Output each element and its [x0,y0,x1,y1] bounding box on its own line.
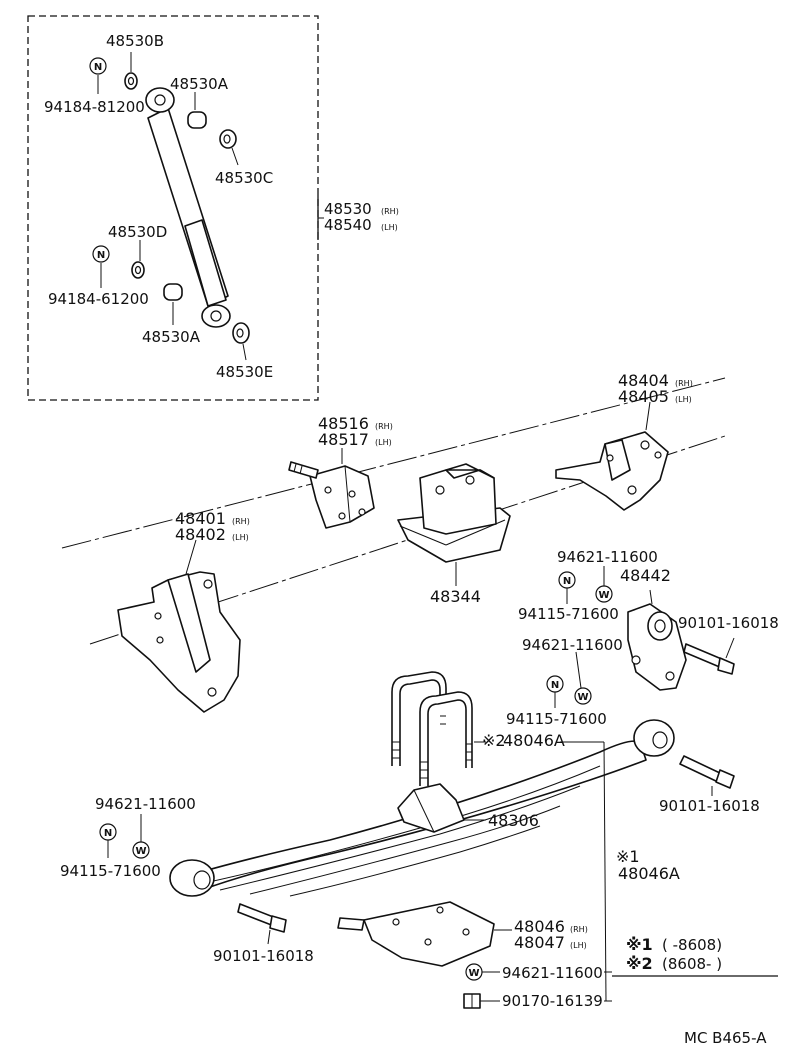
label-94115-71600-c: 94115-71600 [60,862,161,880]
label-90170-16139: 90170-16139 [502,992,603,1010]
label-94184-81200: 94184-81200 [44,98,145,116]
nut-symbol-lower: N [92,245,110,288]
label-48517-lh: 48517 [318,430,369,449]
shock-absorber-kit-group: N N 48530B 94184-81200 48530A 48530C 485… [27,15,399,401]
suffix-48540-lh: (LH) [381,223,398,232]
label-94115-71600-a: 94115-71600 [518,605,619,623]
svg-text:W: W [135,846,146,857]
legend-mark-1: ※1 [626,935,653,954]
nut-icon-bottom [463,993,500,1009]
label-48530c: 48530C [215,169,273,187]
label-48402-lh: 48402 [175,525,226,544]
label-48404-rh: 48404 [618,371,669,390]
kit-dashed-frame [27,15,319,401]
label-94115-71600-b: 94115-71600 [506,710,607,728]
nut-symbol-top: N [558,571,576,604]
label-94184-61200: 94184-61200 [48,290,149,308]
suffix-48516-rh: (RH) [375,422,393,431]
label-48046-rh: 48046 [514,917,565,936]
bushing-48530a-upper [187,92,207,129]
label-94621-11600-a: 94621-11600 [557,548,658,566]
diagram-code: MC B465-A [684,1029,767,1047]
u-bolts-48046a [391,671,486,786]
bracket-48401-48402 [117,539,241,713]
washer-symbol-top: W [595,566,613,603]
label-48516-rh: 48516 [318,414,369,433]
bushing-48530d [131,240,145,279]
bushing-48530e [232,322,250,361]
label-90101-16018-a: 90101-16018 [678,614,779,632]
label-48401-rh: 48401 [175,509,226,528]
mark-ubolt: ※2 [482,731,506,750]
label-48530a-lower: 48530A [142,328,201,346]
bracket-48404-48405 [555,401,669,511]
label-48442: 48442 [620,566,671,585]
legend-mark-2: ※2 [626,954,653,973]
bushing-48530a-lower [163,283,183,325]
label-48530e: 48530E [216,363,273,381]
plate-48046-48047 [337,901,512,967]
bushing-48530c [219,129,239,166]
svg-text:N: N [104,828,112,839]
spring-leader-lines [560,741,612,1002]
label-48405-lh: 48405 [618,387,669,406]
label-48344: 48344 [430,587,481,606]
label-48530b: 48530B [106,32,164,50]
suffix-48517-lh: (LH) [375,438,392,447]
bushing-48530b [124,52,138,90]
suffix-48402-lh: (LH) [232,533,249,542]
svg-text:N: N [94,62,102,73]
label-48530d: 48530D [108,223,167,241]
svg-text:N: N [563,576,571,587]
bolt-90101-16018-spring-right [679,755,735,796]
legend: ※1 ( -8608) ※2 (8608- ) [612,935,778,977]
label-48047-lh: 48047 [514,933,565,952]
suffix-48401-rh: (RH) [232,517,250,526]
leaf-spring [169,719,675,897]
bolt-90101-16018-left [237,903,287,945]
washer-symbol-mid: W [574,651,592,705]
svg-text:W: W [577,692,588,703]
svg-text:N: N [97,250,105,261]
label-94621-11600-d: 94621-11600 [502,964,603,982]
legend-range-2: (8608- ) [662,955,722,973]
label-48530-rh: 48530 [324,200,372,218]
suffix-48530-rh: (RH) [381,207,399,216]
label-90101-16018-c: 90101-16018 [213,947,314,965]
bracket-48516-48517 [288,448,375,529]
nut-symbol-left: N [99,823,117,858]
washer-symbol-bottom: W [465,963,500,981]
svg-text:N: N [551,680,559,691]
label-94621-11600-c: 94621-11600 [95,795,196,813]
svg-text:W: W [598,590,609,601]
suffix-48047-lh: (LH) [570,941,587,950]
washer-symbol-left: W [132,814,150,859]
nut-symbol-upper: N [89,57,107,94]
spring-seat-48344 [397,463,511,586]
suffix-48046-rh: (RH) [570,925,588,934]
suffix-48404-rh: (RH) [675,379,693,388]
label-90101-16018-b: 90101-16018 [659,797,760,815]
label-94621-11600-b: 94621-11600 [522,636,623,654]
svg-text:W: W [468,968,479,979]
label-48306: 48306 [488,811,539,830]
shackle-48442 [627,589,687,691]
bolt-90101-16018-shackle [683,637,735,675]
label-48046a-ubolt: 48046A [503,731,565,750]
label-48046a-spring: 48046A [618,864,680,883]
nut-symbol-mid: N [546,675,564,708]
mark-spring: ※1 [616,847,640,866]
label-48540-lh: 48540 [324,216,372,234]
shock-absorber [145,87,231,328]
label-48530a-upper: 48530A [170,75,229,93]
pad-48306 [397,783,486,833]
legend-range-1: ( -8608) [662,936,722,954]
suffix-48405-lh: (LH) [675,395,692,404]
